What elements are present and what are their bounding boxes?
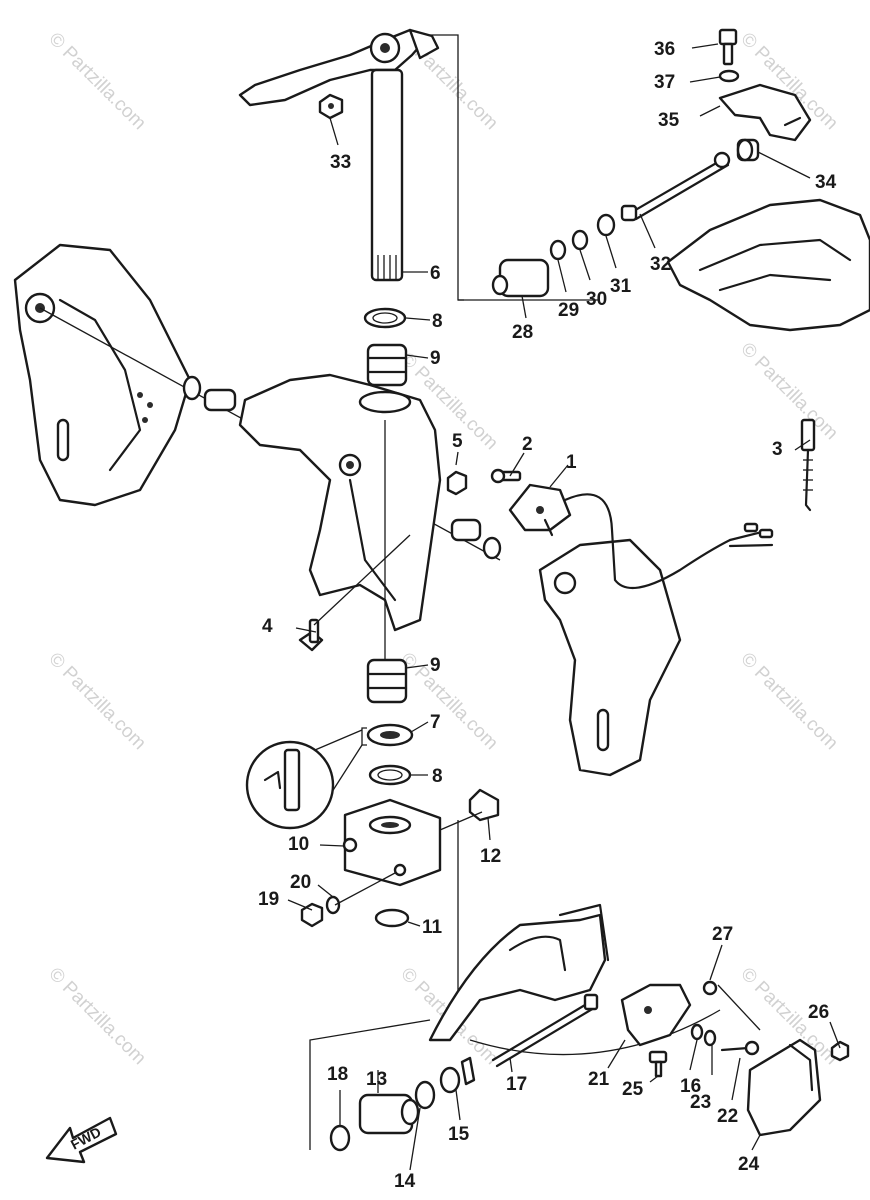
callout-14: 14 [394,1171,416,1192]
cover-24 [746,1038,822,1137]
washers-29-31 [549,213,616,261]
mount-13 [358,1093,420,1135]
clip-15 [460,1056,476,1086]
callout-25: 25 [622,1079,644,1100]
clamp-bracket-right [538,538,682,777]
callout-12: 12 [480,846,501,867]
assembly-frame-lines [309,34,600,1150]
callout-32: 32 [650,254,671,275]
washer-14 [414,1080,436,1110]
washer-8-upper [363,307,407,329]
bushing-left [182,375,237,412]
switch-1 [508,483,572,537]
callout-10: 10 [288,834,309,855]
watermark: © Partzilla.com [44,649,149,754]
callout-5: 5 [452,431,463,452]
clamp-35 [718,83,812,142]
washer-15 [439,1066,461,1094]
collar-34 [736,138,760,162]
grommet-27 [702,980,718,996]
callout-18: 18 [327,1064,348,1085]
bushing-9-upper [366,343,408,387]
callout-27: 27 [712,924,733,945]
mount-28 [491,258,550,298]
callout-37: 37 [654,72,675,93]
callout-1: 1 [566,452,577,473]
steering-shaft [370,68,404,282]
swivel-bracket [238,373,442,632]
watermarks: © Partzilla.com © Partzilla.com © Partzi… [44,29,841,1069]
bushing-9-lower [366,658,408,704]
callout-leaders [287,43,841,1171]
bolt-25 [648,1050,668,1078]
detail-callout [245,727,367,830]
nut-26 [830,1040,850,1062]
callout-29: 29 [558,300,579,321]
washers-16-23 [690,1023,717,1047]
watermark: © Partzilla.com [44,29,149,134]
lower-bracket [428,903,721,1056]
callout-19: 19 [258,889,279,910]
callout-2: 2 [522,434,533,455]
steering-arm [238,28,440,107]
callout-7: 7 [430,712,441,733]
plate-12 [468,788,500,822]
housing-21 [620,983,692,1047]
callout-13: 13 [366,1069,387,1090]
bolt-22 [720,1040,760,1056]
clamp-bracket-left [13,243,192,507]
callout-8a: 8 [432,311,443,332]
washer-20 [325,895,341,915]
callout-21: 21 [588,1069,610,1090]
bushing-center [450,518,502,560]
callout-3: 3 [772,439,783,460]
washer-8-lower [368,764,412,786]
callout-30: 30 [586,289,607,310]
screw-2 [490,468,522,484]
callout-8b: 8 [432,766,443,787]
callout-35: 35 [658,110,680,131]
callout-23: 23 [690,1092,711,1113]
fwd-arrow-icon: FWD [45,1116,118,1164]
callout-11: 11 [422,917,443,938]
cable [563,493,774,590]
washer-37 [718,69,740,83]
callout-24: 24 [738,1154,760,1175]
callout-9a: 9 [430,348,441,369]
lower-cowling [666,198,870,332]
callout-9b: 9 [430,655,441,676]
watermark: © Partzilla.com [736,339,841,444]
bolt-4 [298,618,324,652]
bolt-32 [620,151,731,222]
bolt-36 [718,28,738,66]
bolt-17 [491,993,599,1068]
callout-34: 34 [815,172,837,193]
callout-17: 17 [506,1074,527,1095]
callout-28: 28 [512,322,533,343]
callout-33: 33 [330,152,351,173]
callout-22: 22 [717,1106,738,1127]
callout-31: 31 [610,276,632,297]
tie-strap-3 [800,418,816,512]
callout-20: 20 [290,872,311,893]
yoke-10 [342,798,442,887]
nut-5 [446,470,468,496]
callout-4: 4 [262,616,273,637]
callout-15: 15 [448,1124,470,1145]
callout-26: 26 [808,1002,829,1023]
seal-7 [366,723,414,747]
ring-11 [374,908,410,928]
washer-18 [329,1124,351,1152]
callout-6: 6 [430,263,441,284]
nut-33 [318,93,344,120]
watermark: © Partzilla.com [44,964,149,1069]
callout-16: 16 [680,1076,701,1097]
watermark: © Partzilla.com [736,649,841,754]
callout-36: 36 [654,39,675,60]
nut-19 [300,902,324,928]
